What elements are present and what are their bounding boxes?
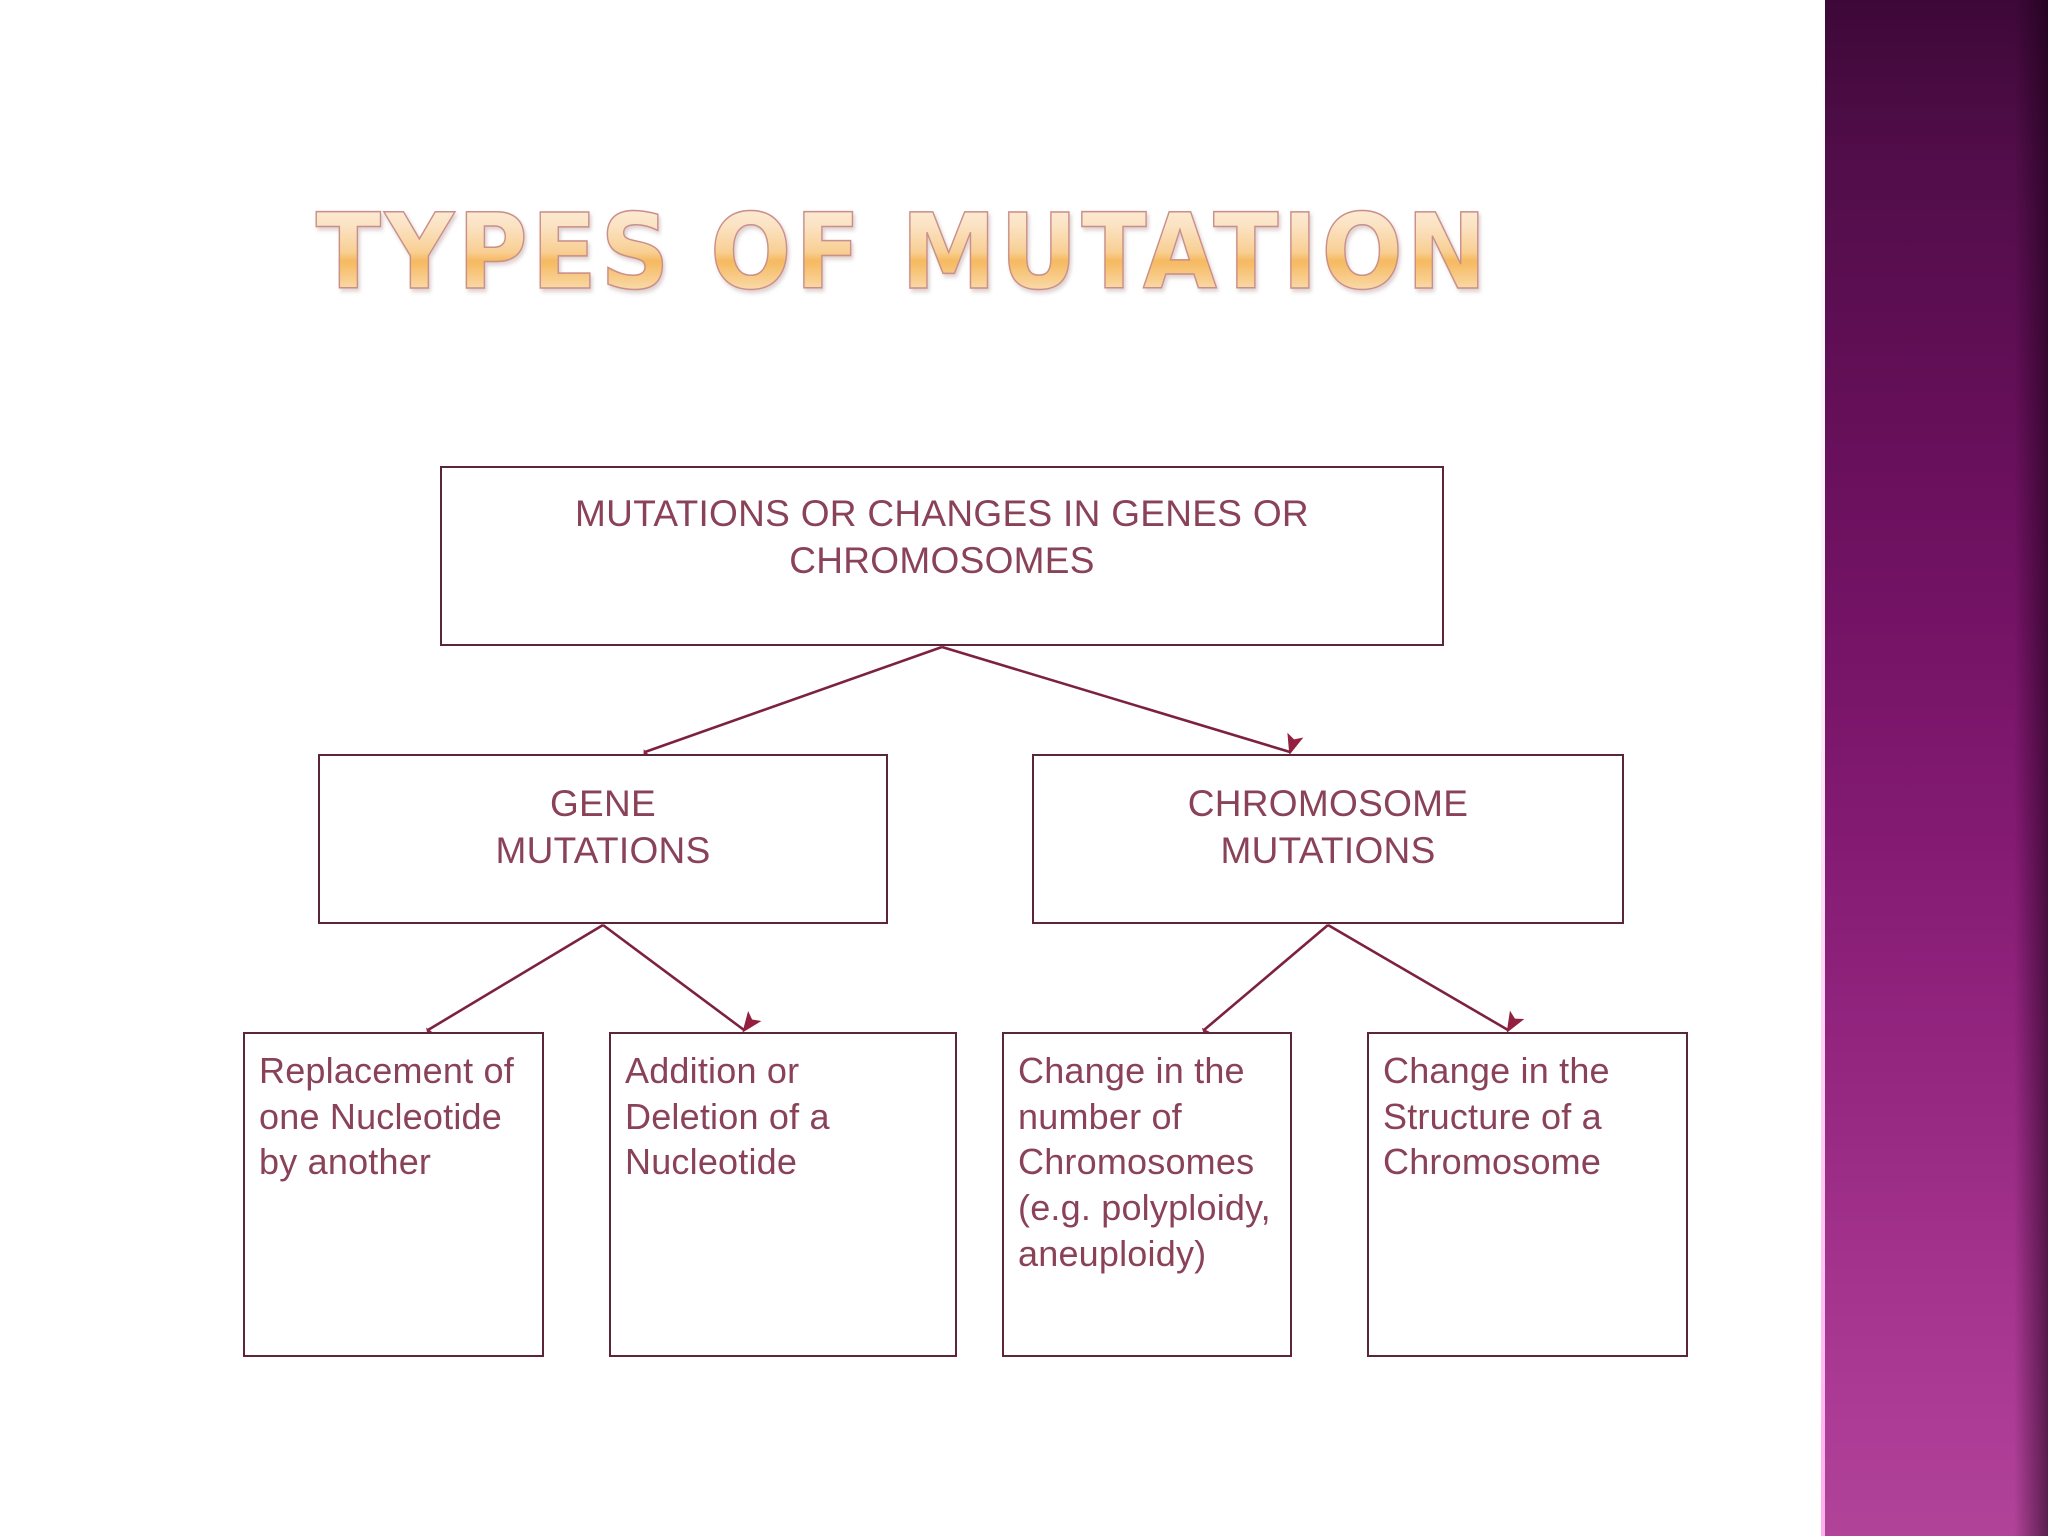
flowchart-node-addition-or-deletion: Addition or Deletion of a Nucleotide [609, 1032, 957, 1357]
connector-gene-to-replacement [426, 923, 604, 1050]
connector-root-to-chromosome [941, 645, 1304, 756]
flowchart-node-replacement-of-nucleotide: Replacement of one Nucleotide by another [243, 1032, 544, 1357]
node-label: MUTATIONS OR CHANGES IN GENES OR CHROMOS… [575, 493, 1309, 581]
connector-root-to-gene [642, 645, 943, 772]
node-label: Replacement of one Nucleotide by another [259, 1050, 514, 1183]
flowchart-node-mutations-or-changes: MUTATIONS OR CHANGES IN GENES OR CHROMOS… [440, 466, 1444, 646]
connector-chromosome-to-number [1201, 924, 1329, 1050]
node-label: GENE MUTATIONS [495, 783, 711, 871]
connector-chromosome-to-structure [1327, 923, 1525, 1033]
decorative-band-highlight [1821, 0, 1825, 1536]
node-label: Change in the Structure of a Chromosome [1383, 1050, 1610, 1183]
flowchart-node-change-in-structure: Change in the Structure of a Chromosome [1367, 1032, 1688, 1357]
decorative-purple-band [1825, 0, 2048, 1536]
flowchart-node-gene-mutations: GENE MUTATIONS [318, 754, 888, 924]
node-label: Addition or Deletion of a Nucleotide [625, 1050, 830, 1183]
flowchart-node-change-in-number: Change in the number of Chromosomes (e.g… [1002, 1032, 1292, 1357]
mutation-types-flowchart: MUTATIONS OR CHANGES IN GENES OR CHROMOS… [243, 466, 1688, 1357]
flowchart-node-chromosome-mutations: CHROMOSOME MUTATIONS [1032, 754, 1624, 924]
flowchart-connectors [426, 645, 1525, 1050]
page-title: TYPES OF MUTATION [72, 195, 1734, 309]
node-label: CHROMOSOME MUTATIONS [1187, 783, 1469, 871]
connector-gene-to-addition [602, 923, 762, 1033]
node-label: Change in the number of Chromosomes (e.g… [1018, 1050, 1271, 1274]
